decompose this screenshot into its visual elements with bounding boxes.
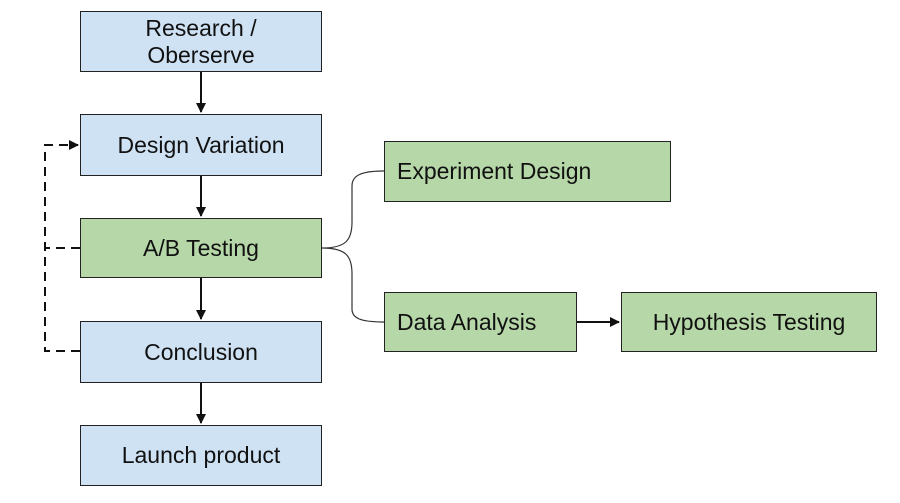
node-research-line2: Oberserve xyxy=(147,41,255,68)
node-research-line1: Research / xyxy=(145,14,257,41)
node-conclusion: Conclusion xyxy=(80,321,322,383)
node-hypothesis-testing: Hypothesis Testing xyxy=(621,292,877,352)
node-experiment-design-label: Experiment Design xyxy=(397,158,592,184)
brace-connector xyxy=(321,170,385,323)
node-ab-testing-label: A/B Testing xyxy=(143,234,259,261)
node-ab-testing: A/B Testing xyxy=(80,218,322,278)
node-design-variation: Design Variation xyxy=(80,114,322,176)
node-launch-product-label: Launch product xyxy=(121,442,281,468)
node-research-observe: Research / Oberserve xyxy=(80,11,322,72)
node-conclusion-label: Conclusion xyxy=(144,338,258,365)
node-design-variation-label: Design Variation xyxy=(117,131,285,158)
node-launch-product: Launch product xyxy=(80,425,322,486)
node-data-analysis: Data Analysis xyxy=(384,292,577,352)
node-experiment-design: Experiment Design xyxy=(384,141,671,202)
node-data-analysis-label: Data Analysis xyxy=(397,308,537,335)
node-hypothesis-testing-label: Hypothesis Testing xyxy=(652,308,846,335)
